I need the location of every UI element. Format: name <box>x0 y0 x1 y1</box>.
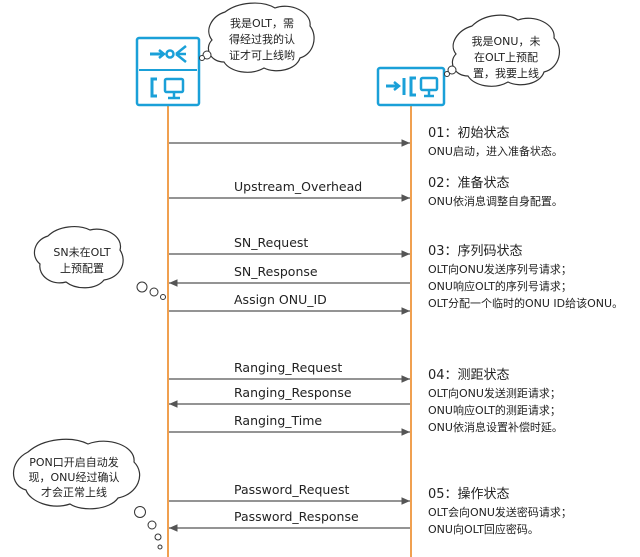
state-title: 02：准备状态 <box>428 176 510 191</box>
olt-bubble-line-2: 得经过我的认 <box>229 32 295 46</box>
onu-thought-bubble: 我是ONU，未 在OLT上预配 置，我要上线 <box>444 14 561 87</box>
state-line: OLT分配一个临时的ONU ID给该ONU。 <box>428 297 624 310</box>
message-label: SN_Response <box>234 264 318 279</box>
olt-bubble-line-1: 我是OLT，需 <box>230 17 294 30</box>
pon-bubble-line-1: PON口开启自动发 <box>29 455 119 469</box>
state-line: OLT向ONU发送测距请求； <box>428 387 561 400</box>
state-line: ONU依消息调整自身配置。 <box>428 195 563 208</box>
pon-thought-bubble: PON口开启自动发 现，ONU经过确认 才会正常上线 <box>12 438 163 550</box>
state-title: 03：序列码状态 <box>428 244 523 259</box>
state-ready: 02：准备状态 ONU依消息调整自身配置。 <box>428 174 563 210</box>
state-line: ONU响应OLT的测距请求； <box>428 404 561 417</box>
message-arrows: Upstream_OverheadSN_RequestSN_ResponseAs… <box>169 139 410 532</box>
onu-bubble-line-3: 置，我要上线 <box>473 66 539 80</box>
sn-bubble-line-1: SN未在OLT <box>53 246 110 259</box>
message-label: Assign ONU_ID <box>234 292 327 307</box>
olt-bubble-line-3: 证才可上线哟 <box>229 48 295 62</box>
state-title: 04：测距状态 <box>428 368 510 383</box>
state-ranging: 04：测距状态 OLT向ONU发送测距请求； ONU响应OLT的测距请求； ON… <box>428 366 563 436</box>
state-initial: 01：初始状态 ONU启动，进入准备状态。 <box>428 124 563 160</box>
onu-device-icon <box>376 66 446 107</box>
sn-thought-bubble: SN未在OLT 上预配置 <box>33 226 166 300</box>
message-label: Password_Request <box>234 482 350 497</box>
onu-bubble-line-1: 我是ONU，未 <box>472 35 541 48</box>
state-title: 05：操作状态 <box>428 487 510 502</box>
message-label: Ranging_Time <box>234 413 322 428</box>
message-label: Ranging_Response <box>234 385 352 400</box>
onu-bubble-line-2: 在OLT上预配 <box>474 51 538 64</box>
message-label: Ranging_Request <box>234 360 342 375</box>
message-label: Password_Response <box>234 509 359 524</box>
sn-bubble-line-2: 上预配置 <box>60 262 104 275</box>
state-line: OLT向ONU发送序列号请求； <box>428 263 572 276</box>
state-line: ONU启动，进入准备状态。 <box>428 145 563 158</box>
state-title: 01：初始状态 <box>428 126 510 141</box>
state-operation: 05：操作状态 OLT会向ONU发送密码请求； ONU向OLT回应密码。 <box>428 485 572 538</box>
state-serial-number: 03：序列码状态 OLT向ONU发送序列号请求； ONU响应OLT的序列号请求；… <box>428 242 623 312</box>
state-line: ONU响应OLT的序列号请求； <box>428 280 572 293</box>
state-line: OLT会向ONU发送密码请求； <box>428 506 572 519</box>
state-line: ONU向OLT回应密码。 <box>428 523 539 536</box>
message-label: SN_Request <box>234 235 308 250</box>
pon-bubble-line-3: 才会正常上线 <box>41 485 107 499</box>
pon-bubble-line-2: 现，ONU经过确认 <box>29 471 120 484</box>
message-label: Upstream_Overhead <box>234 179 362 194</box>
olt-thought-bubble: 我是OLT，需 得经过我的认 证才可上线哟 <box>199 2 315 73</box>
olt-device-icon <box>135 36 201 107</box>
state-line: ONU依消息设置补偿时延。 <box>428 421 563 434</box>
